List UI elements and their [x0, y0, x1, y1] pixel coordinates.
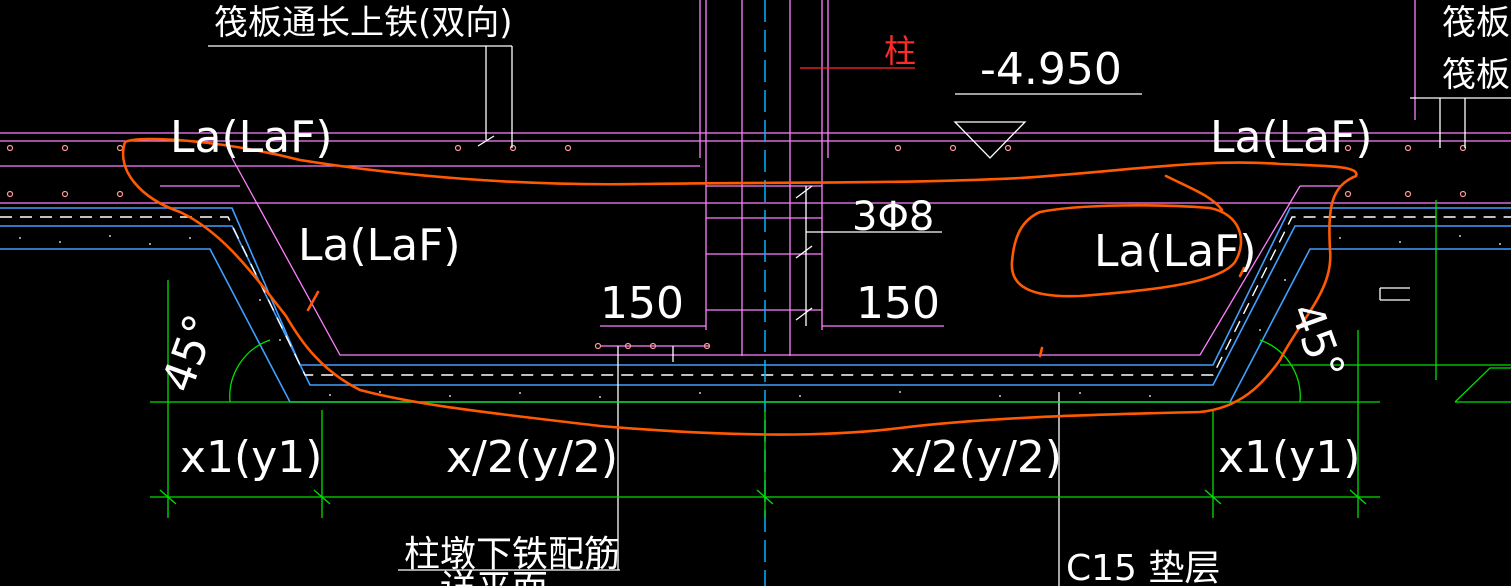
dim-x1-left: x1(y1)	[180, 432, 322, 483]
dim-half-left: x/2(y/2)	[446, 432, 618, 483]
cushion-layer	[0, 207, 1511, 403]
angle-right: 45°	[1280, 296, 1355, 387]
slab-lines	[0, 0, 1511, 356]
angle-left: 45°	[152, 308, 227, 399]
top-right-note-1: 筏板配	[1442, 3, 1511, 43]
cushion-hatch	[19, 235, 1501, 398]
dim-x1-right: x1(y1)	[1218, 432, 1360, 483]
labels: 筏板通长上铁(双向) 筏板配 筏板通 柱 -4.950 La(LaF) La(L…	[152, 3, 1511, 586]
top-right-note-2: 筏板通	[1442, 55, 1511, 95]
column-label: 柱	[884, 32, 916, 70]
anchor-top-right: La(LaF)	[1210, 112, 1373, 163]
dim-right-150: 150	[856, 278, 940, 329]
anchor-top-left: La(LaF)	[170, 112, 333, 163]
bottom-rebar-note: 柱墩下铁配筋	[404, 534, 620, 575]
stirrup-spec: 3Φ8	[852, 194, 934, 240]
dim-half-right: x/2(y/2)	[890, 432, 1062, 483]
dim-left-150: 150	[600, 278, 684, 329]
leader-lines	[208, 45, 1511, 586]
markup-cloud	[121, 137, 1358, 436]
cushion-note: C15 垫层	[1066, 548, 1220, 586]
anchor-slope-left: La(LaF)	[298, 220, 461, 271]
top-rebar-note: 筏板通长上铁(双向)	[214, 3, 513, 43]
elevation-label: -4.950	[980, 44, 1122, 95]
anchor-slope-right: La(LaF)	[1094, 226, 1257, 277]
dimension-lines	[150, 200, 1511, 518]
bottom-rebar-note-2: 详平面	[440, 568, 548, 586]
